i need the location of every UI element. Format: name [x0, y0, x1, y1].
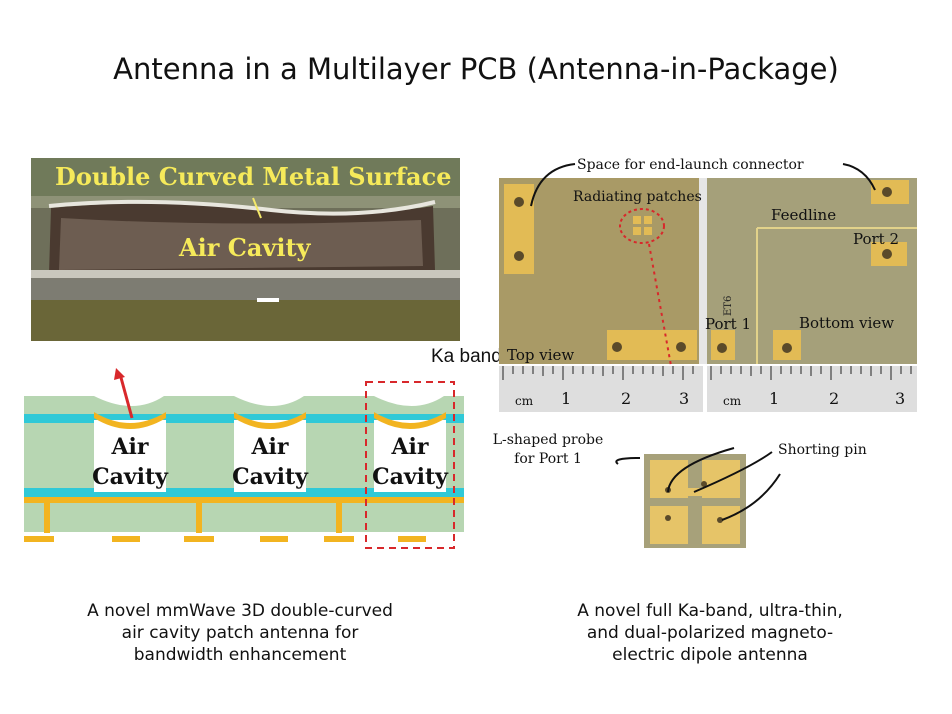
slide-title: Antenna in a Multilayer PCB (Antenna-in-…	[113, 52, 839, 86]
right-caption-line-2: and dual-polarized magneto-	[586, 623, 834, 643]
ruler-tick-right-3: 3	[895, 389, 905, 408]
port2-label: Port 2	[853, 230, 899, 248]
cavity-label-1-line2: Cavity	[92, 464, 169, 490]
ruler-tick-left-2: 2	[621, 389, 631, 408]
cross-section-diagram: Air Cavity Air Cavity Air Cavity	[24, 362, 464, 552]
board-mark: ET6	[723, 296, 734, 316]
ruler-tick-left-3: 3	[679, 389, 689, 408]
ruler-tick-left-1: 1	[561, 389, 571, 408]
photo-title: Double Curved Metal Surface	[55, 162, 451, 191]
left-caption: A novel mmWave 3D double-curved air cavi…	[30, 600, 450, 666]
probe-label-line2: for Port 1	[514, 451, 582, 467]
cavity-label-3-line2: Cavity	[372, 464, 449, 490]
left-caption-line-1: A novel mmWave 3D double-curved	[87, 601, 393, 621]
ka-band-label: Ka band	[431, 346, 502, 367]
cavity-label-2-line1: Air	[250, 434, 288, 460]
left-caption-line-2: air cavity patch antenna for	[121, 623, 359, 643]
shorting-pin-label: Shorting pin	[778, 442, 867, 458]
left-caption-line-3: bandwidth enhancement	[133, 645, 347, 665]
cavity-label-3-line1: Air	[390, 434, 428, 460]
top-view-label: Top view	[507, 346, 574, 364]
probe-label-line1: L-shaped probe	[493, 432, 604, 448]
cavity-label-2-line2: Cavity	[232, 464, 309, 490]
bottom-view-label: Bottom view	[799, 314, 894, 332]
air-cavity-photo: Double Curved Metal Surface Air Cavity	[31, 158, 460, 341]
ruler-tick-right-2: 2	[829, 389, 839, 408]
ruler-unit-right: cm	[723, 394, 742, 408]
pcb-photo: Space for end-launch connector Radiating…	[499, 154, 917, 412]
connector-label: Space for end-launch connector	[577, 157, 804, 173]
feedline-label: Feedline	[771, 206, 836, 224]
ruler-unit-left: cm	[515, 394, 534, 408]
antenna-detail: L-shaped probe for Port 1 Shorting pin	[490, 428, 910, 552]
right-caption: A novel full Ka-band, ultra-thin, and du…	[500, 600, 920, 666]
cavity-label-1-line1: Air	[110, 434, 148, 460]
photo-cavity-label: Air Cavity	[178, 233, 312, 262]
port1-label: Port 1	[705, 315, 751, 333]
right-caption-line-1: A novel full Ka-band, ultra-thin,	[577, 601, 843, 621]
ruler-tick-right-1: 1	[769, 389, 779, 408]
patches-label: Radiating patches	[573, 189, 702, 205]
right-caption-line-3: electric dipole antenna	[612, 645, 808, 665]
